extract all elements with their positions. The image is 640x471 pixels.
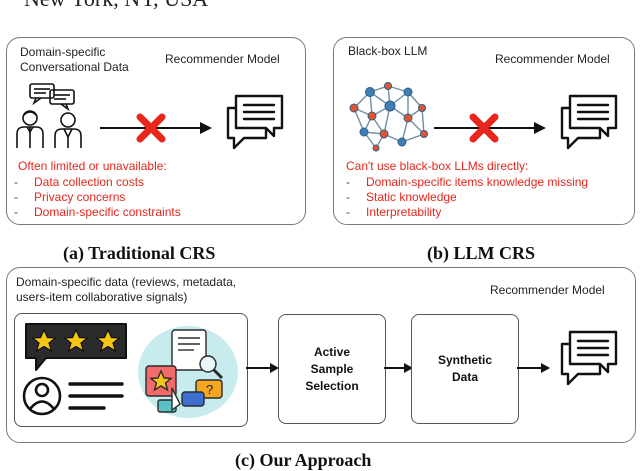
red-cross-icon — [469, 113, 499, 143]
chat-bubble-icon — [560, 94, 618, 150]
user-avatar-icon — [22, 376, 124, 416]
list-item: -Interpretability — [346, 205, 442, 219]
data-label-a-line2: Conversational Data — [20, 60, 129, 74]
model-label-c: Recommender Model — [490, 283, 605, 297]
arrow-c1 — [246, 363, 279, 373]
list-item: -Domain-specific constraints — [14, 205, 181, 219]
data-label-c-line1: Domain-specific data (reviews, metadata, — [16, 275, 237, 289]
neural-network-icon — [349, 82, 428, 152]
model-label-b: Recommender Model — [495, 52, 610, 66]
active-sample-selection-box: Active Sample Selection — [278, 314, 386, 424]
data-label-c-line2: users-item collaborative signals) — [16, 290, 188, 304]
arrow-c2 — [384, 363, 413, 373]
list-item: -Privacy concerns — [14, 190, 126, 204]
problem-heading-a: Often limited or unavailable: — [18, 159, 167, 173]
caption-a: (a) Traditional CRS — [63, 243, 216, 263]
caption-b: (b) LLM CRS — [427, 243, 536, 263]
header-fragment: New York, NY, USA — [24, 0, 208, 12]
problem-heading-b: Can't use black-box LLMs directly: — [346, 159, 529, 173]
list-item: -Domain-specific items knowledge missing — [346, 175, 589, 189]
svg-text:?: ? — [206, 382, 213, 397]
arrow-c3 — [517, 363, 550, 373]
problem-list-b: -Domain-specific items knowledge missing… — [346, 175, 588, 220]
caption-c: (c) Our Approach — [235, 450, 372, 470]
red-cross-icon — [136, 113, 166, 143]
data-collage-icon: ? — [138, 326, 238, 418]
llm-label: Black-box LLM — [348, 44, 428, 58]
synthetic-data-box: Synthetic Data — [411, 314, 519, 424]
review-stars-icon — [25, 323, 127, 371]
model-label-a: Recommender Model — [165, 52, 280, 66]
list-item: -Static knowledge — [346, 190, 457, 204]
people-chat-icon — [16, 83, 82, 148]
chat-bubble-icon — [560, 330, 618, 386]
chat-bubble-icon — [226, 94, 284, 150]
problem-list-a: -Data collection costs -Privacy concerns… — [14, 175, 181, 220]
data-label-a-line1: Domain-specific — [20, 45, 106, 59]
list-item: -Data collection costs — [14, 175, 145, 189]
